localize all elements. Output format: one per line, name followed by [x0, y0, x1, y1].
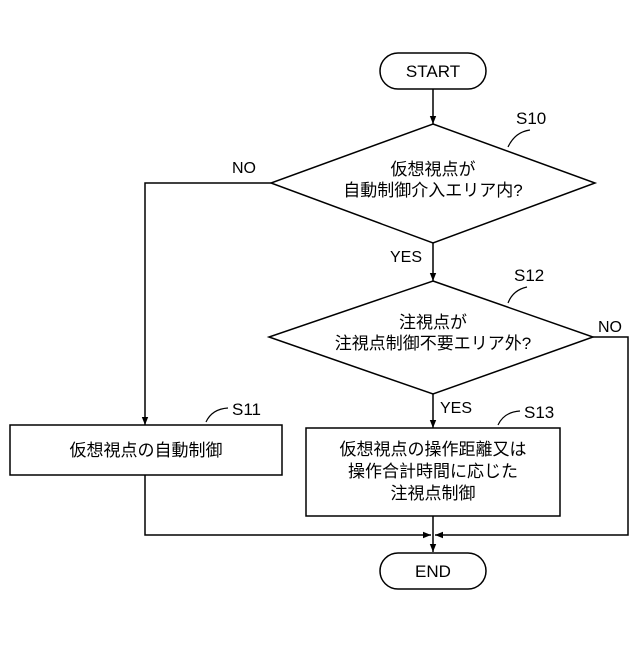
decision-s12-line-1: 注視点が [399, 313, 467, 332]
end-label: END [415, 562, 451, 581]
edge-s10-no [145, 183, 271, 425]
step-label-s12: S12 [514, 266, 544, 285]
decision-s12: 注視点が 注視点制御不要エリア外? [269, 281, 593, 394]
step-label-s10: S10 [516, 109, 546, 128]
step-label-s13: S13 [524, 403, 554, 422]
decision-s10-line-1: 仮想視点が [391, 160, 476, 179]
edge-label-s12-no: NO [598, 319, 622, 336]
process-s11: 仮想視点の自動制御 [10, 425, 282, 475]
process-s13-line-2: 操作合計時間に応じた [348, 462, 518, 481]
decision-s12-line-2: 注視点制御不要エリア外? [335, 334, 531, 353]
process-s13: 仮想視点の操作距離又は 操作合計時間に応じた 注視点制御 [306, 428, 560, 516]
s10-leader-line [508, 130, 530, 147]
process-s13-line-3: 注視点制御 [391, 484, 476, 503]
s11-leader-line [206, 408, 228, 422]
process-s13-line-1: 仮想視点の操作距離又は [340, 440, 527, 459]
step-label-s11: S11 [232, 400, 261, 419]
edge-label-s12-yes: YES [440, 400, 472, 417]
s12-leader-line [508, 287, 527, 303]
process-s11-text: 仮想視点の自動制御 [70, 441, 223, 460]
start-label: START [406, 62, 460, 81]
start-terminal: START [380, 53, 486, 89]
edge-label-s10-yes: YES [390, 249, 422, 266]
edge-label-s10-no: NO [232, 160, 256, 177]
s13-leader-line [498, 411, 520, 425]
decision-s10-line-2: 自動制御介入エリア内? [343, 181, 522, 200]
end-terminal: END [380, 553, 486, 589]
decision-s10: 仮想視点が 自動制御介入エリア内? [271, 124, 595, 243]
